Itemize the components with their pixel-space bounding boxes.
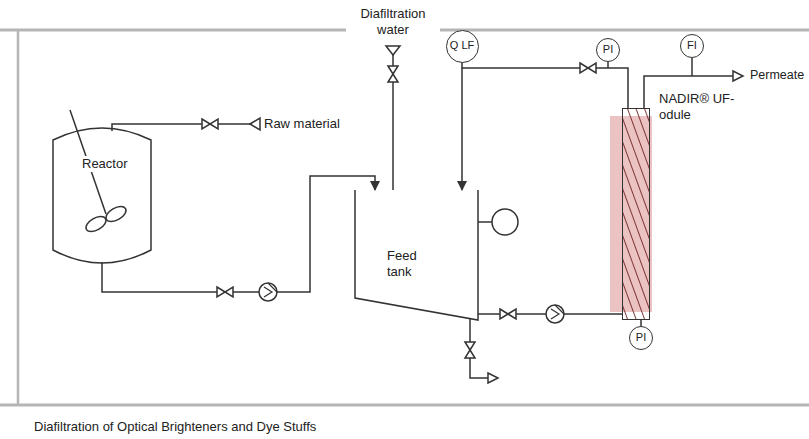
agitator-blade [83, 213, 108, 234]
node-label: Feed tank [387, 248, 429, 279]
process-pipe [462, 68, 628, 190]
module-hatching [623, 109, 649, 319]
product-label: Permeate [748, 68, 806, 83]
tank-outline [355, 190, 478, 320]
instrument-tag: Q LF [450, 39, 474, 52]
vessel-outline [53, 128, 151, 263]
feed-tank: Feed tank [355, 190, 478, 320]
pump-symbol [259, 283, 277, 301]
valve-symbol [500, 309, 516, 319]
pressure-indicator-bubble: PI [596, 38, 620, 62]
pump-symbol [546, 305, 564, 323]
agitator-blade [103, 203, 128, 224]
node-label: NADIR® UF-odule [659, 91, 751, 122]
drain-line [470, 319, 488, 378]
vessel-outline [52, 126, 152, 266]
terminal-symbol [386, 46, 400, 55]
instrument-tag: FI [687, 39, 697, 52]
instrument-tag: PI [603, 43, 613, 56]
level-indicator [492, 209, 518, 235]
uf-module: NADIR® UF-odule [622, 108, 650, 320]
instrument-stub [461, 62, 463, 68]
pressure-indicator-bubble: PI [629, 326, 653, 350]
node-label: Reactor [80, 156, 130, 172]
flow-indicator-bubble: FI [680, 34, 704, 58]
valve-symbol [388, 66, 398, 82]
instrument-stub [478, 221, 492, 223]
feed-label: Diafiltration water [346, 6, 440, 37]
pump-symbol [264, 283, 277, 297]
valve-symbol [465, 342, 475, 358]
valve-symbol [217, 287, 233, 297]
reactor-vessel: Reactor [52, 126, 152, 266]
figure-caption: Diafiltration of Optical Brighteners and… [34, 419, 316, 434]
instrument-tag: PI [636, 331, 646, 344]
feed-line [112, 124, 250, 131]
terminal-symbol [733, 71, 743, 81]
pump-symbol [551, 305, 564, 319]
instrument-stub [607, 62, 609, 68]
valve-symbol [580, 63, 596, 73]
feed-label: Raw material [262, 116, 342, 132]
terminal-symbol [488, 373, 498, 383]
frame-line [17, 30, 20, 405]
process-pipe [102, 176, 375, 292]
frame-line [0, 404, 809, 407]
flow-indicator-bubble: Q LF [446, 30, 479, 63]
valve-symbol [202, 119, 218, 129]
terminal-symbol [250, 118, 260, 130]
instrument-stub [691, 58, 693, 76]
